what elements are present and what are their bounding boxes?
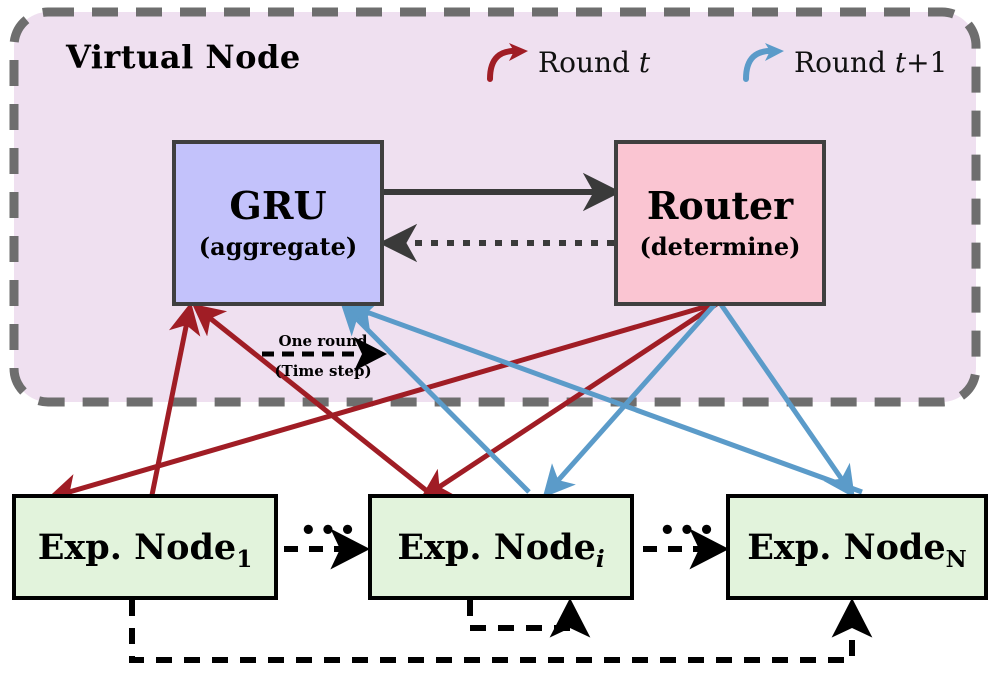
gru-subtitle: (aggregate) bbox=[198, 232, 358, 261]
expert-node-1[interactable]: Exp. Node1 bbox=[12, 494, 278, 600]
expert-node-n-label: Exp. NodeN bbox=[747, 526, 967, 573]
one-round-line1: One round bbox=[278, 332, 368, 350]
expert-node-i-label: Exp. Nodei bbox=[397, 526, 605, 573]
gru-box[interactable]: GRU (aggregate) bbox=[172, 140, 384, 306]
nodei-self-feedback-arrow bbox=[467, 597, 591, 638]
expert-node-1-label: Exp. Node1 bbox=[37, 526, 253, 573]
virtual-node-title: Virtual Node bbox=[66, 38, 301, 76]
one-round-line2: (Time step) bbox=[274, 361, 372, 380]
router-subtitle: (determine) bbox=[639, 232, 801, 261]
legend-round-t-label: Round t bbox=[538, 45, 651, 79]
one-round-annotation: One round (Time step) bbox=[262, 332, 384, 380]
expert-node-i[interactable]: Exp. Nodei bbox=[368, 494, 634, 600]
router-title: Router bbox=[646, 183, 794, 228]
expert-node-n[interactable]: Exp. NodeN bbox=[726, 494, 988, 600]
node-separator-dots-2: ••• bbox=[659, 516, 718, 546]
gru-title: GRU bbox=[229, 183, 327, 228]
curved-arrow-icon bbox=[487, 43, 528, 82]
legend-round-t: Round t bbox=[484, 42, 650, 82]
round-t-arrows bbox=[47, 300, 720, 505]
curved-arrow-icon bbox=[743, 43, 784, 82]
node-separator-dots-1: ••• bbox=[300, 516, 359, 546]
router-box[interactable]: Router (determine) bbox=[614, 140, 826, 306]
legend-round-t-plus-1: Round t+1 bbox=[740, 42, 947, 82]
gru-router-connectors bbox=[378, 172, 622, 263]
legend-round-t-plus-1-label: Round t+1 bbox=[794, 45, 948, 79]
node1-to-nodeN-feedback-arrow bbox=[129, 597, 873, 663]
